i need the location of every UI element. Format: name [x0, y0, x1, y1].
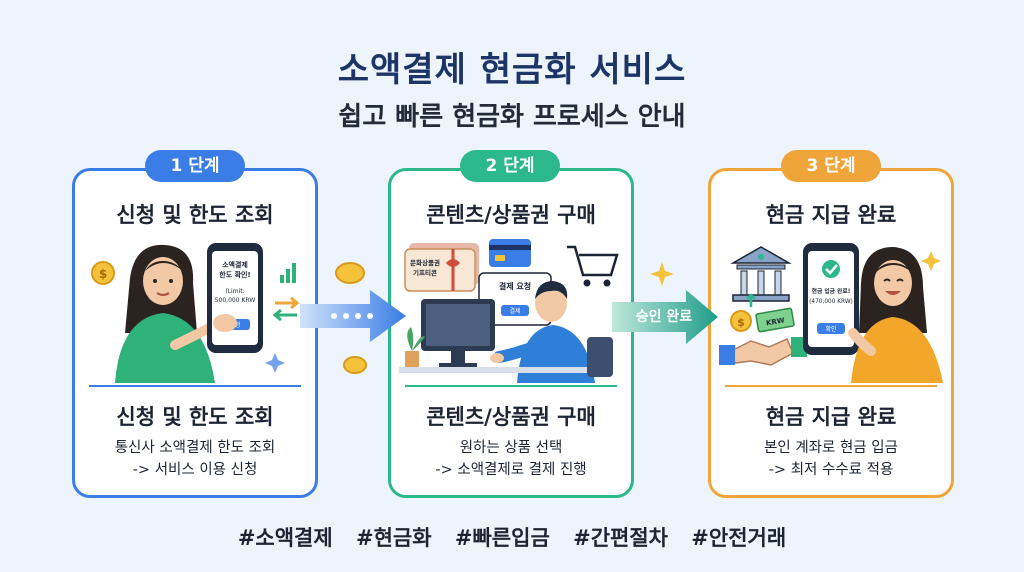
woman-figure [115, 244, 220, 383]
credit-card-icon [489, 239, 531, 267]
step2-to-step3-arrow [612, 290, 718, 344]
chair-icon [587, 337, 613, 377]
payment-request-panel: 결제 요청 결제 [478, 272, 552, 326]
svg-text:$: $ [99, 267, 107, 281]
coin-icon [343, 356, 367, 374]
step2-desc-line1: 원하는 상품 선택 [459, 440, 563, 456]
handshake-icon [719, 337, 807, 366]
step1-heading: 신청 및 한도 조회 [116, 203, 274, 227]
step3-desc-line1: 본인 계좌로 현금 입금 [764, 440, 898, 456]
step3-badge: 3 단계 [781, 150, 881, 182]
gift-card-icon: 문화상품권 기프티콘 [404, 243, 479, 292]
page-title: 소액결제 현금화 서비스 [337, 50, 687, 90]
phone-icon: 소액결제 한도 확인! (Limit: 500,000 KRW 신청 [207, 243, 263, 353]
svg-text:$: $ [737, 316, 745, 329]
step1-phone-line3: (Limit: [225, 288, 244, 295]
plant-icon [405, 327, 425, 367]
step1-phone-line4: 500,000 KRW [215, 297, 256, 304]
giftcard-line2: 기프티콘 [413, 268, 437, 277]
step2-badge: 2 단계 [460, 150, 560, 182]
hashtag-item[interactable]: #간편절차 [573, 526, 668, 550]
step2-description: 원하는 상품 선택 -> 소액결제로 결제 진행 [391, 437, 631, 481]
hashtag-row: #소액결제 #현금화 #빠른입금 #간편절차 #안전거래 [0, 522, 1024, 552]
hashtag-item[interactable]: #안전거래 [691, 526, 787, 550]
step1-phone-line1: 소액결제 [222, 260, 248, 269]
step3-divider [725, 385, 937, 387]
page-subtitle: 쉽고 빠른 현금화 프로세스 안내 [338, 102, 686, 132]
payment-request-title: 결제 요청 [499, 281, 531, 291]
exchange-arrows-icon [272, 296, 300, 322]
step3-confirm-label: 확인 [825, 325, 836, 333]
step3-illustration: $ KRW 현금 입금 완료! (470,000 KRW) 확인 [719, 243, 943, 383]
step1-phone-line2: 한도 확인! [219, 270, 250, 279]
approval-label: 승인 완료 [635, 309, 693, 325]
phone-icon: 현금 입금 완료! (470,000 KRW) 확인 [803, 243, 859, 355]
step1-subheading: 신청 및 한도 조회 [116, 405, 274, 429]
coin-icon: $ [730, 310, 752, 332]
step3-subheading: 현금 지급 완료 [765, 405, 897, 429]
step1-badge: 1 단계 [145, 150, 245, 182]
step1-card: 신청 및 한도 조회 $ 소액결제 한도 확인! (Limit: 500,000… [72, 168, 318, 498]
sparkle-icon [265, 353, 285, 373]
step1-illustration: $ 소액결제 한도 확인! (Limit: 500,000 KRW 신청 [91, 243, 300, 383]
step2-divider [405, 385, 617, 387]
step3-confirm-button[interactable] [817, 323, 845, 334]
check-icon [822, 260, 840, 278]
cash-bill-label: KRW [766, 316, 786, 327]
step1-desc-line2: -> 서비스 이용 신청 [132, 462, 258, 478]
hashtag-item[interactable]: #현금화 [356, 526, 432, 550]
step3-phone-line1: 현금 입금 완료! [812, 287, 851, 295]
hashtag-item[interactable]: #빠른입금 [454, 526, 550, 550]
step1-description: 통신사 소액결제 한도 조회 -> 서비스 이용 신청 [75, 437, 315, 481]
sparkle-icon [650, 262, 674, 286]
giftcard-line1: 문화상품권 [410, 258, 440, 267]
step3-card: 현금 지급 완료 $ KRW [708, 168, 954, 498]
payment-button[interactable] [501, 305, 529, 316]
step3-description: 본인 계좌로 현금 입금 -> 최저 수수료 적용 [711, 437, 951, 481]
coin-icon: $ [91, 261, 115, 285]
step1-divider [89, 385, 301, 387]
monitor-icon [421, 299, 495, 368]
step2-card: 콘텐츠/상품권 구매 문화상품권 기프티콘 결제 요청 결제 [388, 168, 634, 498]
step1-to-step2-arrow [300, 290, 406, 342]
step3-phone-line2: (470,000 KRW) [809, 299, 853, 305]
step2-desc-line2: -> 소액결제로 결제 진행 [435, 462, 587, 478]
step2-subheading: 콘텐츠/상품권 구매 [426, 405, 596, 429]
hashtag-item[interactable]: #소액결제 [237, 526, 333, 550]
sparkle-icon [921, 251, 941, 271]
payment-button-label: 결제 [509, 307, 520, 315]
step2-illustration: 문화상품권 기프티콘 결제 요청 결제 [399, 239, 619, 383]
step3-desc-line2: -> 최저 수수료 적용 [768, 462, 894, 478]
step2-heading: 콘텐츠/상품권 구매 [426, 203, 596, 227]
step3-heading: 현금 지급 완료 [765, 203, 897, 227]
step1-desc-line1: 통신사 소액결제 한도 조회 [114, 440, 276, 456]
bank-icon [730, 246, 792, 302]
coin-icon [335, 262, 365, 284]
shopping-cart-icon [567, 245, 619, 287]
woman-figure [848, 247, 943, 383]
cash-bill-icon: KRW [755, 307, 795, 333]
signal-bars-icon [280, 263, 296, 283]
